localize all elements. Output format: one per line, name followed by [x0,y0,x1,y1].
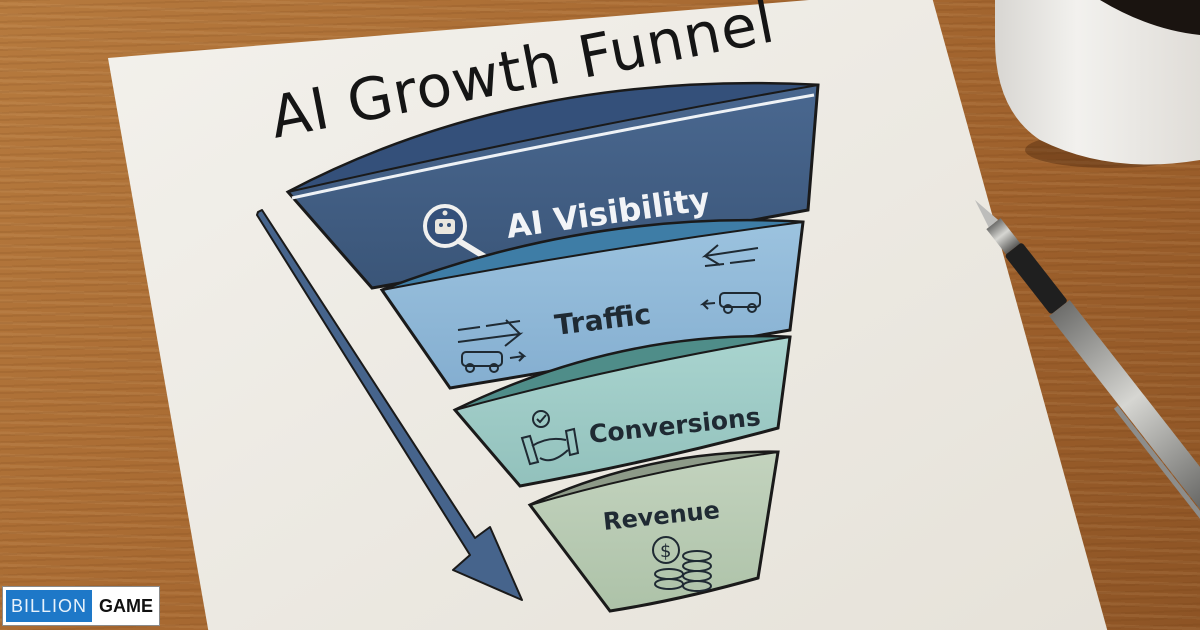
coffee-mug [995,0,1200,168]
billion-game-watermark: BILLION GAME [2,586,160,626]
watermark-right-text: GAME [99,595,154,616]
funnel-stage-conversions: Conversions [452,334,792,488]
handshake-check-icon [520,410,580,466]
funnel-stage-revenue: $ Revenue [527,450,780,613]
cars-arrows-icon [457,244,761,373]
pen [975,200,1200,527]
watermark-left-text: BILLION [6,590,93,622]
downward-arrow [256,209,523,601]
dollar-coins-icon: $ [652,536,712,592]
svg-text:$: $ [660,541,671,562]
